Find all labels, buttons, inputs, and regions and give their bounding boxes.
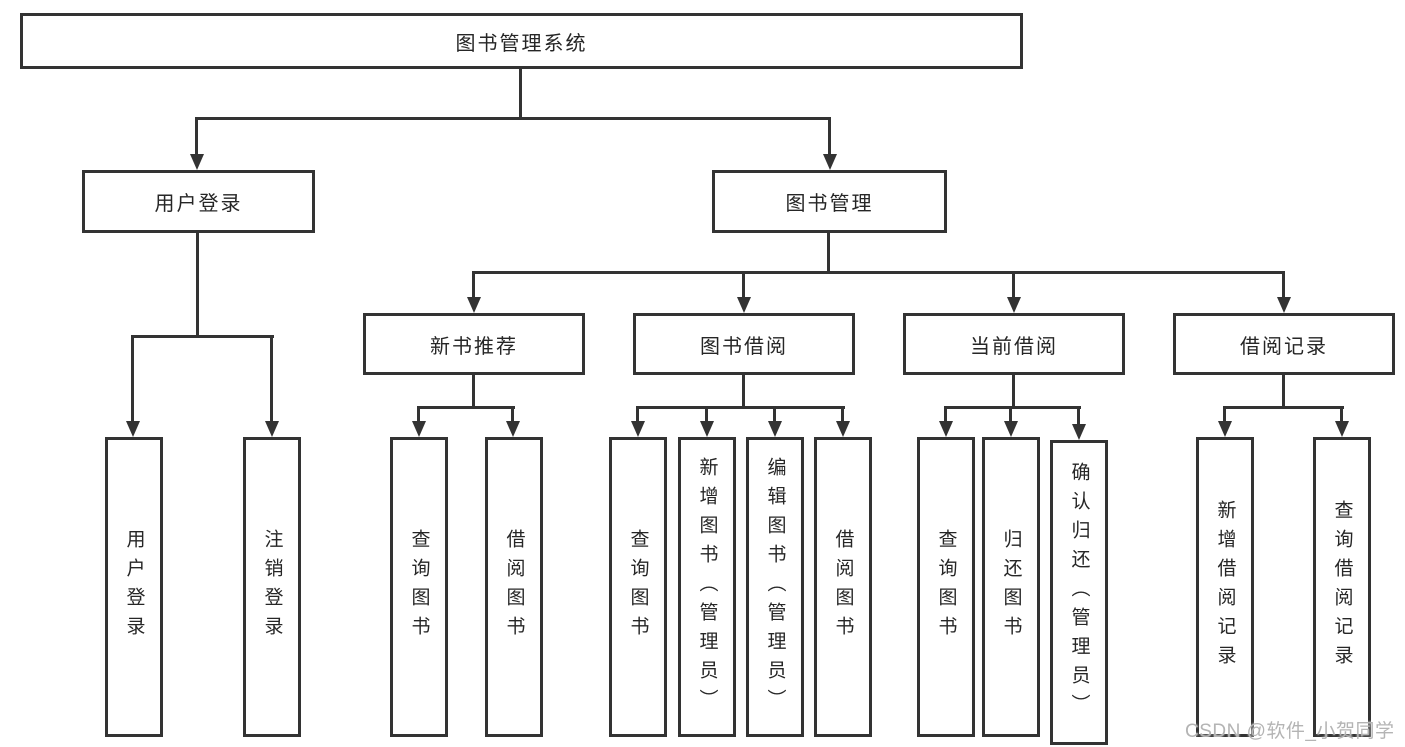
leaf-query-borrow-record: 查询借阅记录 — [1313, 437, 1371, 737]
leaf-edit-book-admin: 编辑图书（管理员） — [746, 437, 804, 737]
connector-drop — [417, 406, 420, 425]
connector-drop — [1009, 406, 1012, 425]
connector-drop — [1223, 406, 1226, 425]
connector-stem — [472, 375, 475, 409]
connector-drop — [1012, 271, 1015, 301]
arrow-down-icon — [700, 421, 714, 437]
connector-drop — [1282, 271, 1285, 301]
node-book-borrow: 图书借阅 — [633, 313, 855, 375]
connector-drop-user — [195, 117, 198, 158]
connector-user-stem — [196, 233, 199, 338]
leaf-logout: 注销登录 — [243, 437, 301, 737]
node-user-login: 用户登录 — [82, 170, 315, 233]
connector-drop — [705, 406, 708, 425]
connector-drop — [773, 406, 776, 425]
arrow-down-icon — [126, 421, 140, 437]
arrow-down-icon — [412, 421, 426, 437]
connector-drop — [636, 406, 639, 425]
connector-user-hline — [133, 335, 274, 338]
connector-drop-book — [828, 117, 831, 158]
arrow-down-icon — [836, 421, 850, 437]
csdn-watermark: CSDN @软件_小贺同学 — [1185, 721, 1395, 742]
connector-drop — [841, 406, 844, 425]
leaf-borrow-book-2: 借阅图书 — [814, 437, 872, 737]
connector-drop — [511, 406, 514, 425]
arrow-down-icon — [823, 154, 837, 170]
leaf-borrow-book-1: 借阅图书 — [485, 437, 543, 737]
connector-drop — [472, 271, 475, 301]
node-book-management: 图书管理 — [712, 170, 947, 233]
connector-book-hline — [474, 271, 1284, 274]
leaf-query-book-2: 查询图书 — [609, 437, 667, 737]
leaf-confirm-return-admin: 确认归还（管理员） — [1050, 440, 1108, 745]
connector-drop — [742, 271, 745, 301]
connector-drop — [944, 406, 947, 425]
leaf-add-book-admin: 新增图书（管理员） — [678, 437, 736, 737]
arrow-down-icon — [1004, 421, 1018, 437]
leaf-add-borrow-record: 新增借阅记录 — [1196, 437, 1254, 737]
connector-hline — [1225, 406, 1344, 409]
connector-hline — [638, 406, 845, 409]
leaf-user-login: 用户登录 — [105, 437, 163, 737]
arrow-down-icon — [768, 421, 782, 437]
connector-drop — [270, 335, 273, 425]
node-current-borrow: 当前借阅 — [903, 313, 1125, 375]
arrow-down-icon — [631, 421, 645, 437]
connector-stem — [742, 375, 745, 409]
leaf-query-book-3: 查询图书 — [917, 437, 975, 737]
arrow-down-icon — [939, 421, 953, 437]
arrow-down-icon — [265, 421, 279, 437]
arrow-down-icon — [467, 297, 481, 313]
connector-hline — [419, 406, 515, 409]
connector-root-stem — [519, 69, 522, 119]
arrow-down-icon — [1007, 297, 1021, 313]
node-root: 图书管理系统 — [20, 13, 1023, 69]
node-new-book-recommend: 新书推荐 — [363, 313, 585, 375]
arrow-down-icon — [737, 297, 751, 313]
leaf-return-book: 归还图书 — [982, 437, 1040, 737]
arrow-down-icon — [506, 421, 520, 437]
connector-drop — [131, 335, 134, 425]
connector-book-stem — [827, 233, 830, 274]
arrow-down-icon — [1335, 421, 1349, 437]
arrow-down-icon — [190, 154, 204, 170]
connector-drop — [1077, 406, 1080, 428]
connector-drop — [1340, 406, 1343, 425]
arrow-down-icon — [1218, 421, 1232, 437]
leaf-query-book-1: 查询图书 — [390, 437, 448, 737]
arrow-down-icon — [1072, 424, 1086, 440]
arrow-down-icon — [1277, 297, 1291, 313]
node-borrow-record: 借阅记录 — [1173, 313, 1395, 375]
connector-hline — [946, 406, 1081, 409]
connector-root-hline — [197, 117, 831, 120]
connector-stem — [1282, 375, 1285, 409]
connector-stem — [1012, 375, 1015, 409]
